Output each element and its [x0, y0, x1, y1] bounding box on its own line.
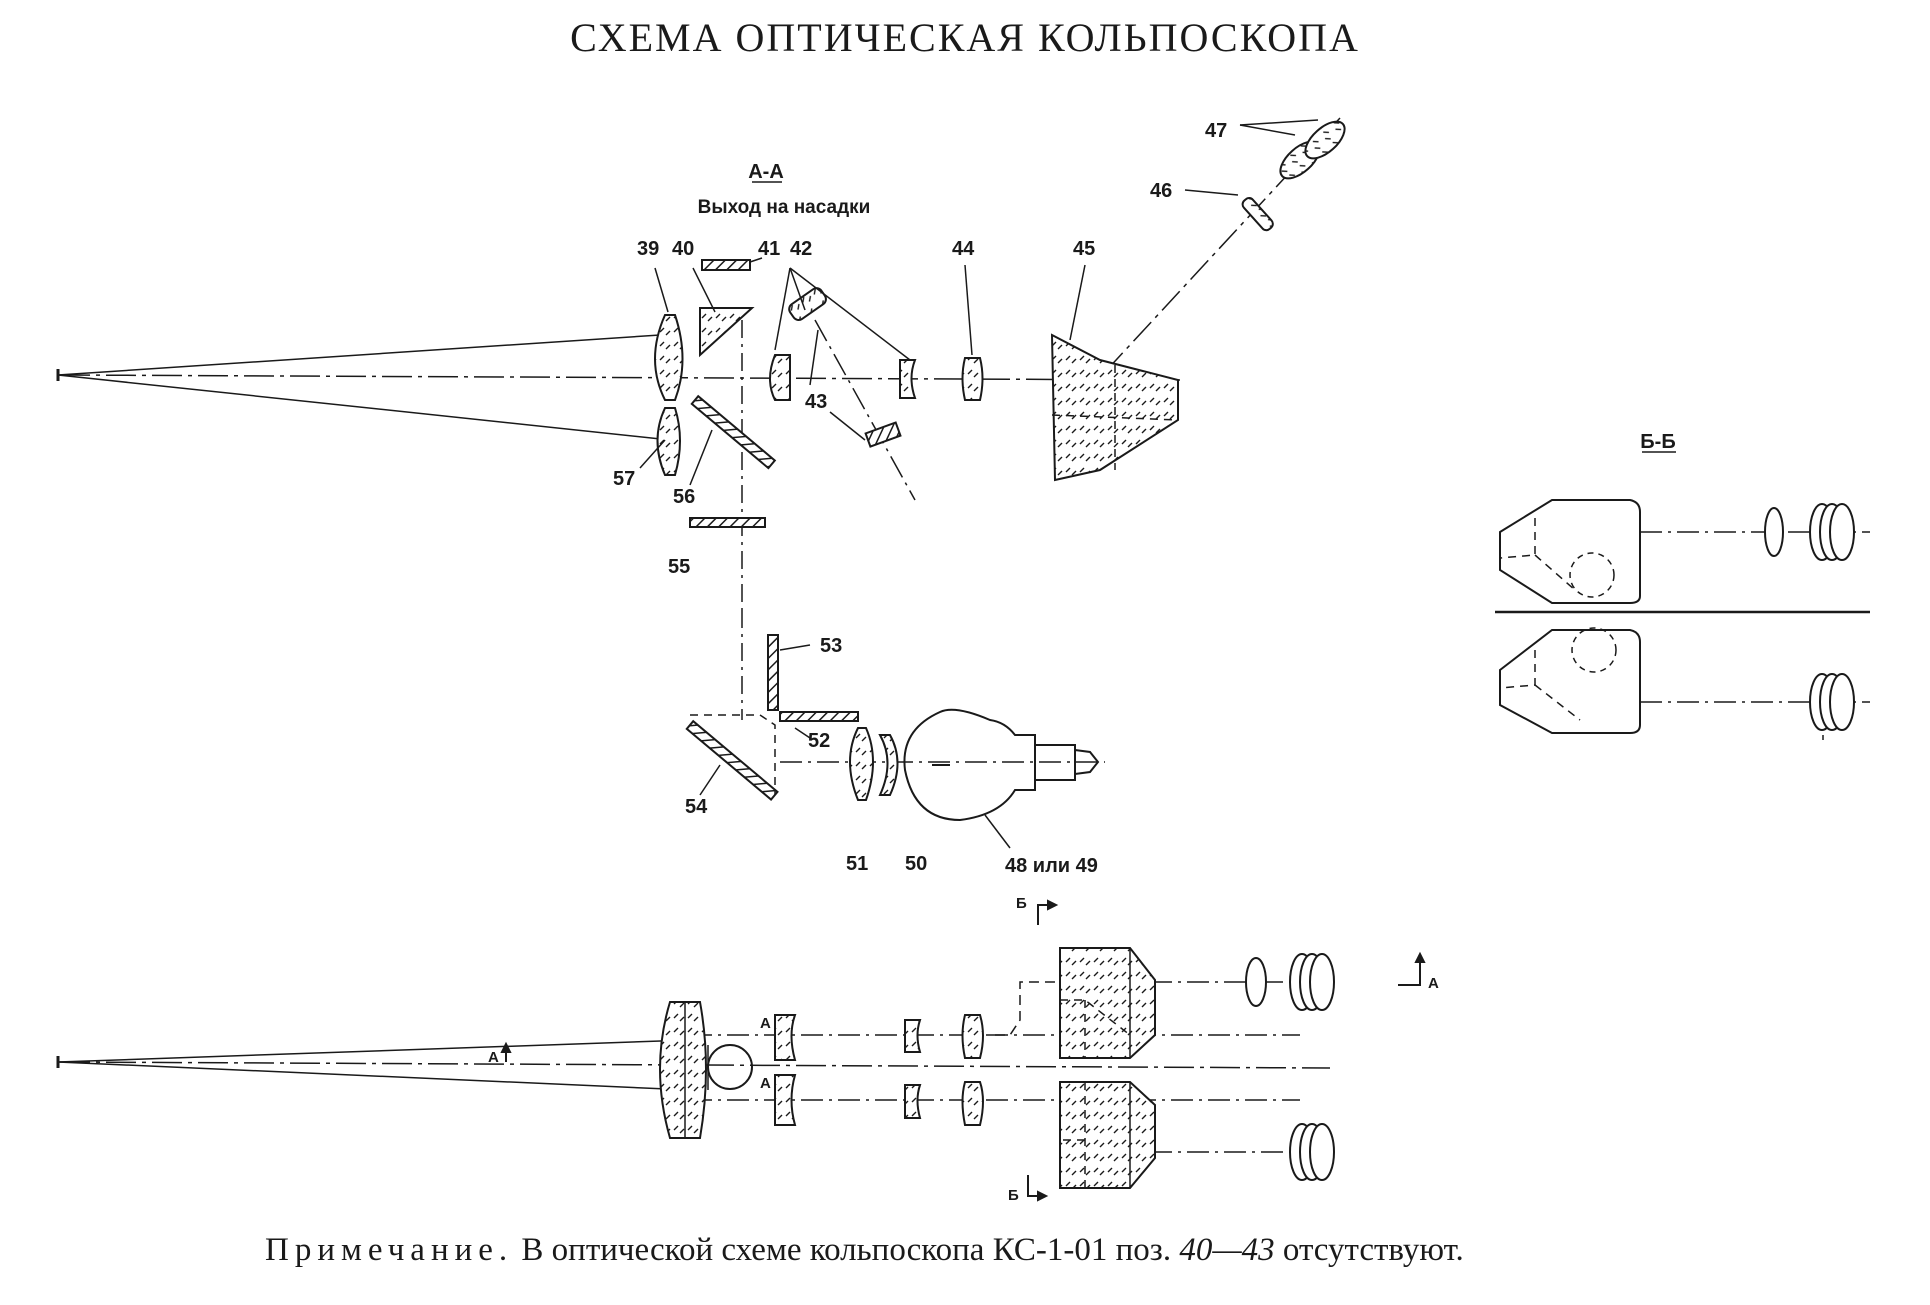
mirror-56 [690, 394, 777, 470]
callout-41: 41 [758, 238, 780, 260]
callout-53: 53 [820, 635, 842, 657]
lens-47b [1304, 120, 1346, 160]
footnote: Примечание. В оптической схеме кольпоско… [265, 1232, 1464, 1269]
mark-a-axis: А [488, 1049, 499, 1066]
callout-43: 43 [805, 391, 827, 413]
callout-48-49: 48 или 49 [1005, 855, 1098, 877]
mark-b-top: Б [1016, 895, 1027, 912]
callout-39: 39 [637, 238, 659, 260]
mark-a-lower: А [760, 1075, 771, 1092]
upper-optical-axis [59, 374, 1181, 381]
section-mark-labels: Б Б А А А А [488, 895, 1439, 1204]
lens-57 [656, 407, 681, 476]
lower-objective [659, 1001, 707, 1139]
bb-eyepiece-bottom [1809, 673, 1855, 731]
callout-46: 46 [1150, 180, 1172, 202]
callout-54: 54 [685, 796, 708, 818]
callout-labels: 39 40 41 42 43 44 45 46 47 57 56 55 53 5… [613, 120, 1227, 877]
lower-eyepiece-top [1289, 953, 1335, 1011]
mark-a-right: А [1428, 975, 1439, 992]
element-43 [864, 421, 902, 448]
upper-view [56, 117, 1346, 849]
callout-45: 45 [1073, 238, 1095, 260]
callout-52: 52 [808, 730, 830, 752]
lens-44 [961, 357, 984, 401]
footnote-text-end: отсутствуют. [1282, 1232, 1464, 1268]
callout-44: 44 [952, 238, 975, 260]
mark-b-bottom: Б [1008, 1187, 1019, 1204]
lower-prism-circle [707, 1044, 753, 1090]
section-aa-label: А-А [748, 161, 784, 183]
filter-52 [779, 711, 859, 722]
callout-57: 57 [613, 468, 635, 490]
leader-lines [639, 119, 1319, 849]
callout-47: 47 [1205, 120, 1227, 142]
lower-eyepiece-bottom [1289, 1123, 1335, 1181]
footnote-label: Примечание. [265, 1232, 514, 1268]
page-title: СХЕМА ОПТИЧЕСКАЯ КОЛЬПОСКОПА [570, 15, 1360, 60]
callout-55: 55 [668, 556, 690, 578]
filter-53 [767, 634, 779, 711]
prism-40 [699, 307, 755, 358]
lamp-48-49 [903, 708, 1036, 822]
callout-56: 56 [673, 486, 695, 508]
section-bb-label: Б-Б [1640, 431, 1675, 453]
lens-right-1 [899, 359, 917, 399]
lens-50 [878, 734, 899, 796]
lower-view [56, 899, 1426, 1202]
callout-50: 50 [905, 853, 927, 875]
callout-42: 42 [790, 238, 812, 260]
footnote-text: В оптической схеме кольпоскопа КС-1-01 п… [521, 1232, 1172, 1268]
lens-42a [769, 354, 791, 401]
footnote-positions: 40—43 [1179, 1232, 1275, 1268]
section-bb-view [1495, 499, 1870, 740]
lens-42b [788, 287, 827, 322]
branch-axis [1104, 117, 1341, 373]
mirror-54 [685, 719, 779, 801]
mark-a-upper: А [760, 1015, 771, 1032]
section-aa-sublabel: Выход на насадки [698, 197, 871, 218]
callout-51: 51 [846, 853, 868, 875]
section-labels: А-А Выход на насадки Б-Б [698, 161, 1676, 453]
callout-40: 40 [672, 238, 694, 260]
lens-39 [654, 314, 684, 401]
lens-46 [1241, 197, 1274, 232]
filter-55 [689, 517, 766, 528]
lens-51 [849, 727, 874, 801]
filter-41 [701, 259, 751, 271]
bb-eyepiece-top [1809, 503, 1855, 561]
upper-ray-bottom [57, 374, 671, 441]
upper-ray-top [57, 334, 661, 376]
